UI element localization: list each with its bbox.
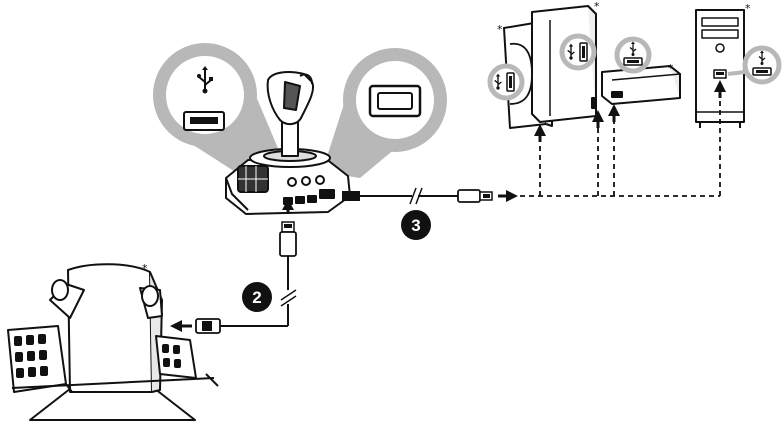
arrow-to-console-series-x	[592, 110, 604, 128]
usb-callout-console-one	[614, 36, 652, 74]
svg-text:*: *	[594, 0, 600, 13]
usb-icon	[197, 66, 213, 94]
pc-tower-icon	[695, 9, 745, 128]
svg-text:*: *	[497, 23, 503, 36]
usb-callout-console-series-x	[559, 33, 597, 71]
arrow-to-pc	[714, 80, 726, 98]
dashed-routes	[520, 88, 721, 197]
usb-callout-console-series-s	[487, 63, 525, 101]
rudder-pedals-icon	[7, 263, 219, 421]
svg-text:2: 2	[252, 288, 261, 307]
rj12-callout	[322, 48, 447, 178]
joystick-base-icon	[225, 71, 351, 215]
step-2-badge: 2	[242, 282, 272, 312]
arrow-to-console-one	[608, 104, 620, 122]
usb-callout-pc	[727, 45, 782, 85]
arrow-to-host	[498, 190, 518, 202]
step-3-badge: 3	[401, 210, 431, 240]
cable-step-2	[195, 199, 297, 334]
arrow-to-console-series-s	[534, 124, 546, 142]
arrow-into-joystick	[282, 199, 294, 214]
svg-text:*: *	[142, 262, 148, 275]
svg-text:*: *	[668, 62, 674, 75]
usb-port-icon	[183, 111, 225, 131]
console-one-icon	[601, 65, 681, 105]
svg-text:3: 3	[411, 216, 420, 235]
arrow-to-rudder	[170, 320, 192, 332]
cable-step-3	[342, 187, 493, 205]
usb-callout	[153, 43, 285, 175]
rj12-port-icon	[368, 84, 422, 118]
svg-text:*: *	[745, 2, 751, 15]
